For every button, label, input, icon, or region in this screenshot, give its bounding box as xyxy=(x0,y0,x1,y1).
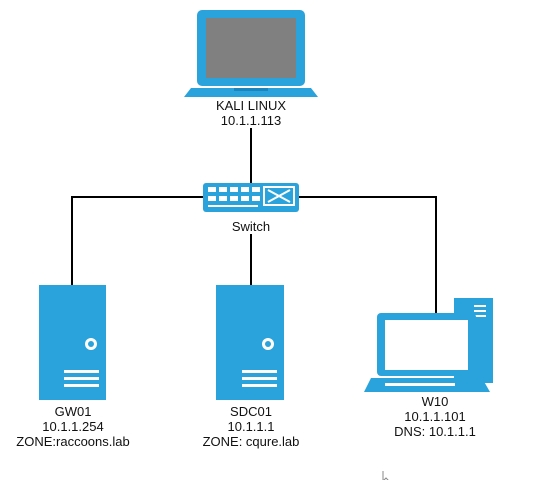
link-switch-gw01 xyxy=(71,196,203,285)
gw01-name: GW01 xyxy=(54,404,92,419)
server-tower-icon[interactable] xyxy=(216,285,284,400)
w10-label: W10 10.1.1.101 DNS: 10.1.1.1 xyxy=(385,394,485,439)
gw01-label: GW01 10.1.1.254 ZONE:raccoons.lab xyxy=(4,404,142,449)
kali-name: KALI LINUX xyxy=(215,98,287,113)
sdc01-name: SDC01 xyxy=(230,404,272,419)
link-switch-w10 xyxy=(299,196,437,318)
w10-dns: DNS: 10.1.1.1 xyxy=(394,424,476,439)
mouse-cursor-icon xyxy=(382,471,389,480)
laptop-icon[interactable] xyxy=(184,10,318,97)
server-tower-icon[interactable] xyxy=(39,285,106,400)
network-switch-icon[interactable] xyxy=(203,183,299,212)
kali-label: KALI LINUX 10.1.1.113 xyxy=(201,98,301,128)
gw01-zone: ZONE:raccoons.lab xyxy=(16,434,130,449)
w10-name: W10 xyxy=(421,394,449,409)
switch-label: Switch xyxy=(210,219,292,234)
w10-ip: 10.1.1.101 xyxy=(404,409,466,424)
kali-ip: 10.1.1.113 xyxy=(220,113,282,128)
switch-name: Switch xyxy=(231,219,271,234)
sdc01-label: SDC01 10.1.1.1 ZONE: cqure.lab xyxy=(190,404,312,449)
sdc01-zone: ZONE: cqure.lab xyxy=(202,434,300,449)
sdc01-ip: 10.1.1.1 xyxy=(227,419,275,434)
gw01-ip: 10.1.1.254 xyxy=(42,419,104,434)
workstation-icon[interactable] xyxy=(364,298,493,392)
connection-lines xyxy=(71,128,437,318)
